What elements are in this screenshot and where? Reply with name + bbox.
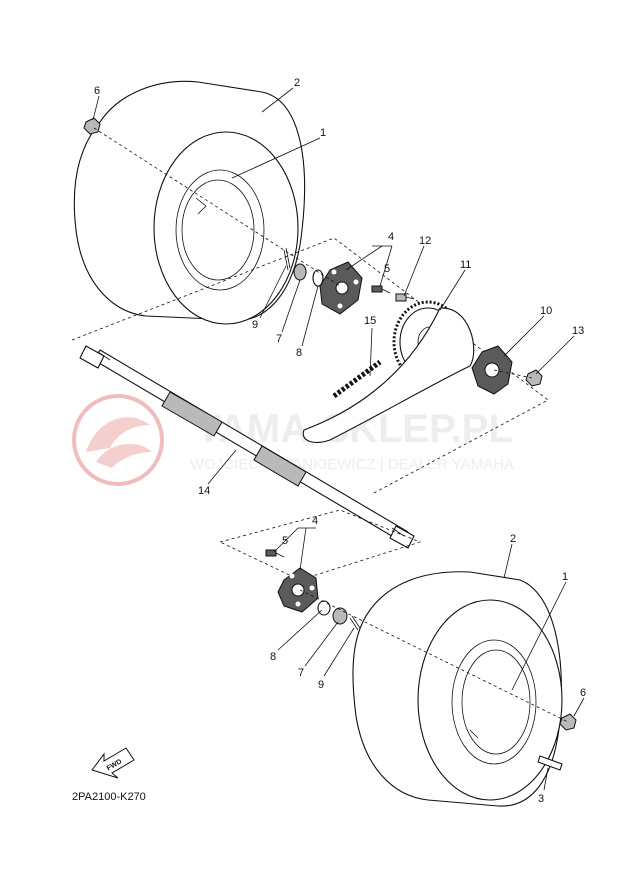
hub-lower bbox=[277, 567, 319, 613]
assembly-line bbox=[493, 369, 533, 379]
hub-upper bbox=[319, 261, 363, 315]
rear-axle bbox=[79, 345, 415, 549]
callout-castle-nut-upper: 7 bbox=[276, 333, 282, 345]
callout-tire-upper: 2 bbox=[294, 77, 300, 89]
nut-lower bbox=[559, 713, 577, 731]
callout-hub-lower: 4 bbox=[312, 515, 318, 527]
watermark-logo bbox=[72, 394, 164, 486]
group-boundary-lower bbox=[218, 509, 422, 581]
diagram-code: 2PA2100-K270 bbox=[72, 791, 146, 803]
callout-tire-lower: 2 bbox=[510, 533, 516, 545]
assembly-line bbox=[299, 589, 569, 723]
bolt-sprocket bbox=[395, 293, 415, 302]
callout-chain: 15 bbox=[364, 315, 376, 327]
cotter-pin-lower bbox=[349, 615, 361, 631]
callout-washer-upper: 8 bbox=[296, 347, 302, 359]
callout-nut-upper: 6 bbox=[94, 85, 100, 97]
callout-nut-sprocket: 13 bbox=[572, 325, 584, 337]
callout-nut-lower: 6 bbox=[580, 687, 586, 699]
castle-nut-upper bbox=[293, 263, 307, 281]
bolt-lower bbox=[265, 549, 285, 558]
watermark-subtitle: WOJCIECH STANKIEWICZ | DEALER YAMAHA bbox=[190, 456, 514, 473]
bolt-upper bbox=[371, 285, 391, 294]
callout-pin-lower: 9 bbox=[318, 679, 324, 691]
callout-washer-lower: 8 bbox=[270, 651, 276, 663]
valve-stem bbox=[537, 755, 563, 771]
washer-upper bbox=[312, 269, 324, 287]
sprocket-hub bbox=[471, 345, 513, 395]
callout-valve-lower: 3 bbox=[538, 793, 544, 805]
callout-bolt-sprocket: 12 bbox=[419, 235, 431, 247]
nut-upper bbox=[83, 117, 101, 135]
callout-hub-upper: 4 bbox=[388, 231, 394, 243]
castle-nut-lower bbox=[332, 607, 348, 625]
callout-wheel-lower: 1 bbox=[562, 571, 568, 583]
assembly-line bbox=[93, 127, 341, 287]
fwd-arrow-icon: FWD bbox=[91, 747, 135, 779]
callouts: 6 2 1 4 12 11 5 10 13 15 9 7 8 14 4 5 2 … bbox=[94, 77, 586, 805]
callout-sprocket: 11 bbox=[460, 259, 471, 271]
tire-upper bbox=[73, 80, 306, 325]
callout-castle-nut-lower: 7 bbox=[298, 667, 304, 679]
washer-lower bbox=[317, 600, 331, 616]
callout-bolt-upper: 5 bbox=[384, 263, 390, 275]
callout-wheel-upper: 1 bbox=[320, 127, 326, 139]
callout-sprocket-hub: 10 bbox=[540, 305, 552, 317]
callout-bolt-lower: 5 bbox=[282, 535, 288, 547]
chain bbox=[302, 307, 475, 443]
callout-axle: 14 bbox=[198, 485, 210, 497]
tire-lower bbox=[352, 571, 563, 807]
leader-lines bbox=[92, 87, 585, 791]
nut-sprocket bbox=[525, 369, 543, 387]
callout-pin-upper: 9 bbox=[252, 319, 258, 331]
